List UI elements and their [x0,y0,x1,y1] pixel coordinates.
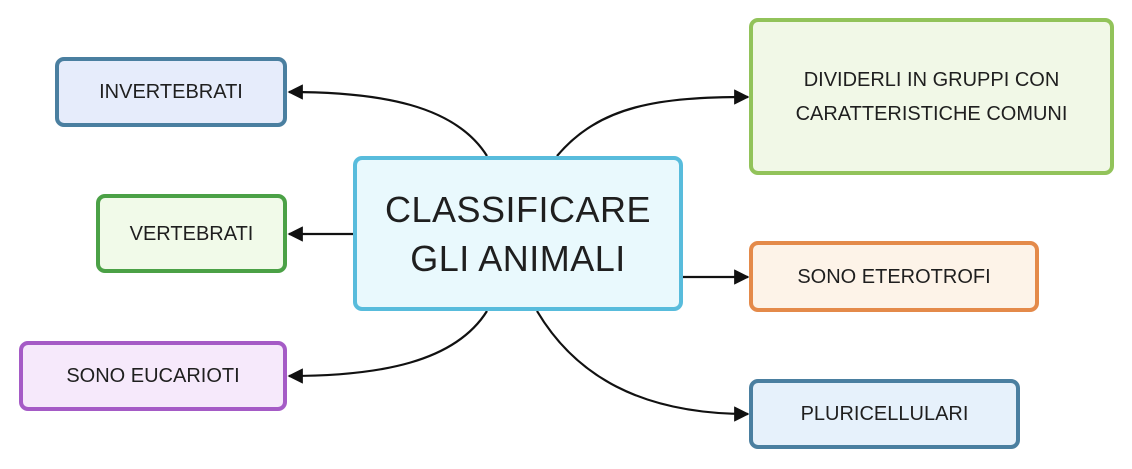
connector-invertebrati [287,84,488,157]
connector-gruppi [556,89,750,157]
node-eucarioti[interactable]: SONO EUCARIOTI [19,341,287,411]
node-vertebrati[interactable]: VERTEBRATI [96,194,287,273]
connector-pluricellulari [536,310,750,422]
connector-eucarioti [287,310,488,384]
node-eucarioti-label: SONO EUCARIOTI [66,365,240,387]
node-invertebrati-label: INVERTEBRATI [99,81,243,103]
node-pluricellulari[interactable]: PLURICELLULARI [749,379,1020,449]
node-vertebrati-label: VERTEBRATI [129,222,254,245]
node-invertebrati[interactable]: INVERTEBRATI [55,57,287,127]
node-eterotrofi-label: SONO ETEROTROFI [797,265,991,288]
node-eterotrofi[interactable]: SONO ETEROTROFI [749,241,1039,312]
node-pluricellulari-label: PLURICELLULARI [800,403,969,425]
